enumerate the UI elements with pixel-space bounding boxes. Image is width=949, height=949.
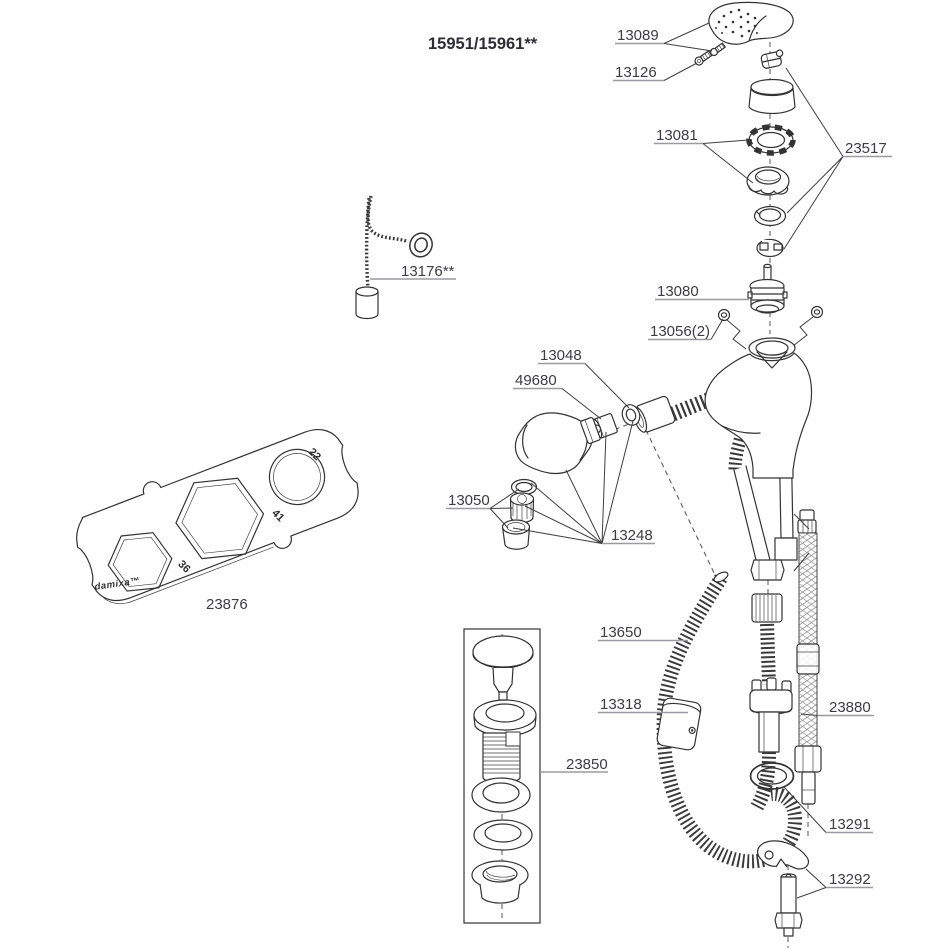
hose-weight-13318 [656, 697, 702, 751]
grub-screws-13056 [717, 305, 824, 350]
part-label-13176: 13176** [401, 263, 455, 280]
knurled-nut-13081 [746, 166, 790, 196]
lever-handle [514, 412, 601, 475]
part-label-13650: 13650 [600, 624, 642, 641]
figure-title: 15951/15961** [428, 35, 538, 53]
o-ring-13291 [749, 762, 795, 790]
faucet-body [704, 337, 813, 565]
braided-hose-23880 [793, 509, 822, 805]
wrench-plate-23876: 22 41 36 damixa™ [76, 428, 359, 605]
swivel-fitting-23517 [760, 49, 784, 69]
leader-lines [489, 22, 844, 899]
toothed-ring-13081 [746, 124, 796, 156]
label-underlines [370, 42, 892, 889]
part-label-13291: 13291 [829, 816, 871, 833]
part-label-13318: 13318 [600, 696, 642, 713]
part-label-23880: 23880 [829, 699, 871, 716]
popup-waste-23850 [463, 628, 541, 924]
washer-13048 [621, 404, 641, 426]
part-label-13080: 13080 [657, 283, 699, 300]
part-label-23876: 23876 [206, 596, 248, 613]
cartridge-13080 [747, 263, 788, 314]
pullout-hose-13650 [656, 571, 803, 869]
handle-shroud-cap [748, 78, 796, 115]
screw-13126 [694, 50, 713, 66]
supply-pipe-assembly [749, 537, 798, 811]
part-label-23517: 23517 [845, 140, 887, 157]
bracket-stud-13292 [757, 840, 809, 937]
chain-plug-13176 [355, 195, 433, 320]
part-labels: 15951/15961** 13089 13126 13081 23517 13… [206, 27, 887, 888]
part-label-13126: 13126 [615, 64, 657, 81]
clip-23517 [756, 238, 784, 258]
spray-head [694, 1, 794, 66]
part-label-13248: 13248 [611, 527, 653, 544]
aerator-dots [715, 8, 758, 38]
part-label-23850: 23850 [566, 756, 608, 773]
part-label-13056: 13056(2) [650, 323, 710, 340]
part-label-13089: 13089 [617, 27, 659, 44]
part-label-13081: 13081 [656, 127, 698, 144]
aerator-parts-13050 [501, 478, 538, 550]
part-label-49680: 49680 [515, 372, 557, 389]
part-label-13050: 13050 [448, 492, 490, 509]
part-label-13048: 13048 [540, 347, 582, 364]
part-label-13292: 13292 [829, 871, 871, 888]
screw-13089 [709, 42, 726, 57]
seal-ring-23517 [753, 205, 787, 227]
